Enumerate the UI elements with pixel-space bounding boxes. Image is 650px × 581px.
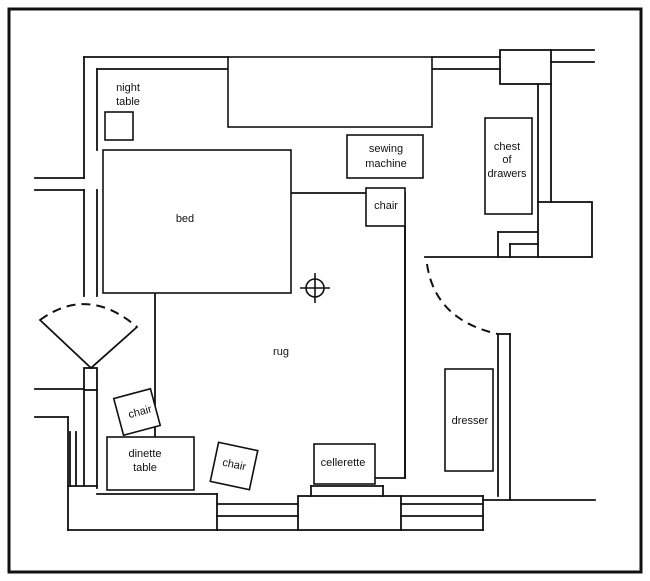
chair-left: chair (112, 387, 162, 437)
chest-label-line3: drawers (487, 168, 527, 180)
rug-label: rug (273, 346, 289, 358)
sewing-machine: sewing machine (346, 134, 424, 179)
door-swing (426, 263, 499, 335)
chest-label-line2: of (502, 154, 512, 166)
chest-of-drawers: chest of drawers (484, 117, 533, 215)
cellerette: cellerette (313, 443, 376, 485)
bay-window (38, 303, 139, 370)
sewing-machine-label-line2: machine (365, 158, 407, 170)
top-cabinet (227, 56, 433, 128)
chest-label-line1: chest (494, 141, 520, 153)
dresser: dresser (444, 368, 494, 472)
chair-top-label: chair (374, 200, 398, 212)
night-table-label-line1: night (116, 82, 140, 94)
chair-bottom-label: chair (221, 457, 247, 474)
dinette-table: dinette table (106, 436, 195, 491)
bed: bed (102, 149, 292, 294)
night-table: night table (104, 82, 140, 141)
bed-label: bed (176, 213, 194, 225)
chair-top: chair (365, 187, 406, 227)
chair-bottom: chair (209, 441, 259, 491)
walls (34, 49, 596, 531)
crosshair-icon (300, 273, 330, 303)
outer-frame (7, 7, 643, 574)
dinette-table-label-line1: dinette (128, 448, 161, 460)
dresser-label: dresser (452, 415, 489, 427)
cellerette-label: cellerette (321, 457, 366, 469)
dinette-table-label-line2: table (133, 462, 157, 474)
night-table-label-line2: table (116, 96, 140, 108)
sewing-machine-label-line1: sewing (369, 143, 403, 155)
